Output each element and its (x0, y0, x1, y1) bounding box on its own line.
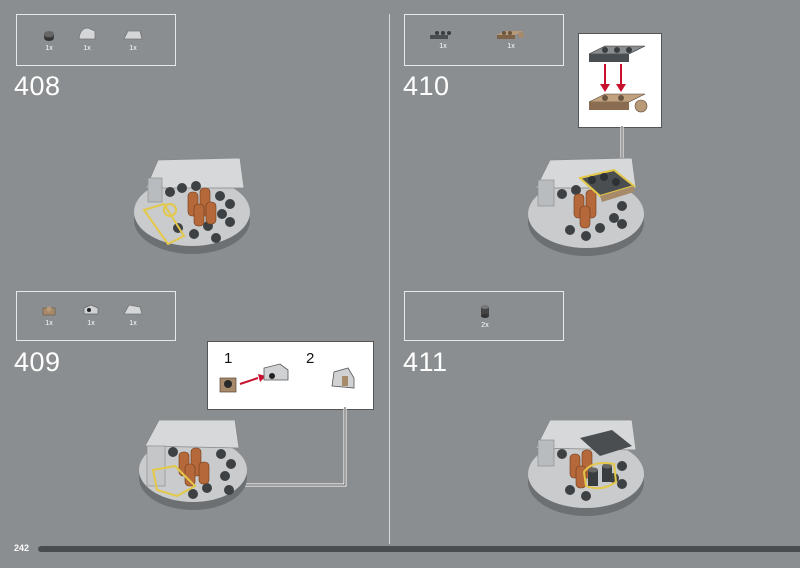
part-wedge-light: 1x (113, 302, 153, 327)
round-brick-icon (481, 305, 489, 318)
part-bracket-light: 1x (71, 302, 111, 327)
part-round-brick-dark: 2x (465, 302, 505, 329)
page-number: 242 (14, 543, 30, 553)
column-divider (389, 14, 390, 544)
part-wedge-light: 1x (113, 27, 153, 52)
part-qty: 1x (129, 45, 137, 52)
model-step-410 (528, 157, 644, 256)
progress-bar (38, 546, 800, 552)
callout-parts-drawing (588, 45, 648, 113)
step-number-411: 411 (403, 347, 448, 377)
part-qty: 1x (87, 320, 95, 327)
part-qty: 1x (45, 45, 53, 52)
callout-409: 1 2 (207, 341, 374, 410)
curved-slope-icon (78, 27, 96, 40)
parts-box-410: 1x 1x (404, 14, 564, 66)
part-hinge-plate-tan: 1x (491, 27, 531, 50)
parts-box-411: 2x (404, 291, 564, 341)
callout-410 (578, 33, 662, 128)
model-step-411 (528, 419, 644, 516)
model-step-409 (139, 419, 247, 510)
part-round-tile-dark: 1x (29, 29, 69, 52)
model-step-408 (134, 157, 250, 254)
part-qty: 1x (507, 43, 515, 50)
step-number-408: 408 (14, 71, 61, 101)
bracket-icon (83, 304, 99, 315)
round-tile-icon (44, 31, 54, 41)
parts-box-409: 1x 1x 1x (16, 291, 176, 341)
callout-parts-drawing (219, 363, 355, 393)
substep-1: 1 (224, 350, 233, 367)
plate-clip-icon (42, 306, 56, 316)
part-qty: 1x (83, 45, 91, 52)
parts-box-408: 1x 1x 1x (16, 14, 176, 66)
part-qty: 2x (481, 322, 489, 329)
wedge-icon (123, 304, 143, 315)
wedge-icon (123, 30, 143, 40)
part-qty: 1x (129, 320, 137, 327)
substep-2: 2 (306, 350, 315, 367)
part-plate-clip-tan: 1x (29, 304, 69, 327)
part-qty: 1x (45, 320, 53, 327)
part-plate-dark: 1x (423, 27, 463, 50)
step-number-410: 410 (403, 71, 450, 101)
part-curved-slope-light: 1x (67, 25, 107, 52)
step-number-409: 409 (14, 347, 61, 377)
hinge-plate-icon (497, 31, 524, 39)
part-qty: 1x (439, 43, 447, 50)
plate-1x3-icon (430, 31, 456, 39)
